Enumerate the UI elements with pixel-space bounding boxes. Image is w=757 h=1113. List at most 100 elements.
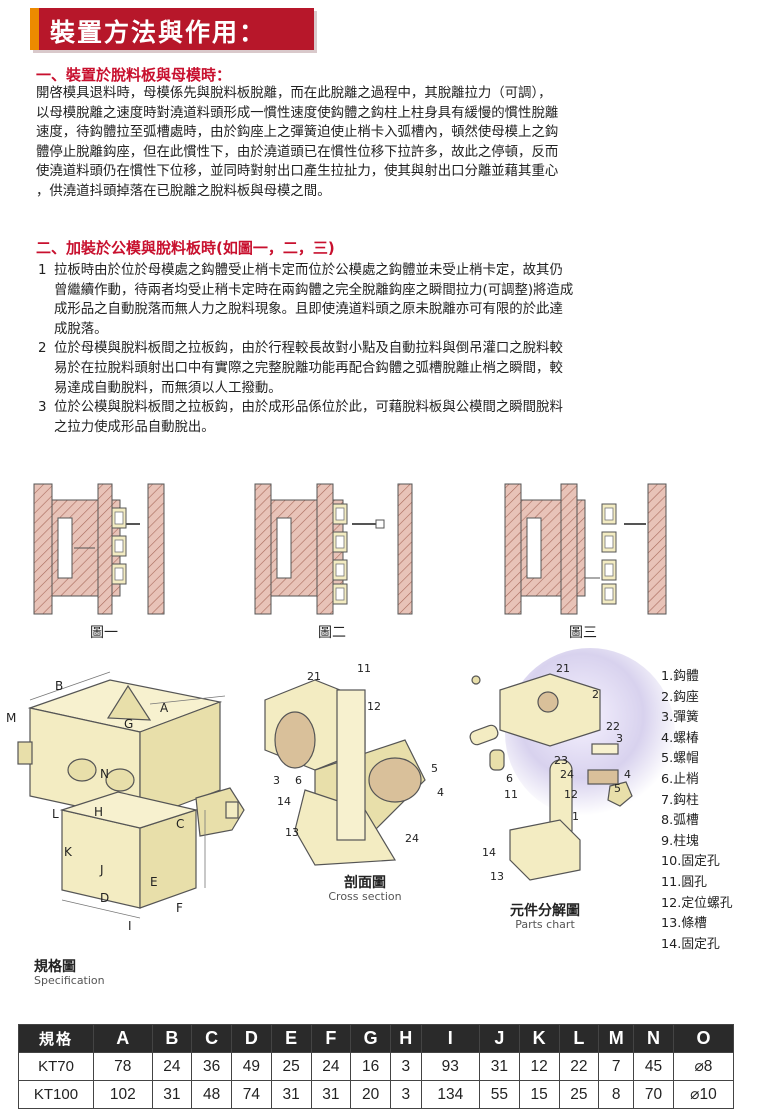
list-item-line: 曾繼續作動，待兩者均受止稍卡定時在兩鈎體之完全脫離鈎座之瞬間拉力(可調整)將造成 xyxy=(54,282,574,298)
figure-1-caption: 圖一 xyxy=(90,625,118,641)
page-title-bar: 裝置方法與作用： xyxy=(30,8,314,50)
parts-list-item: 13.條槽 xyxy=(661,916,707,932)
spec-cell: 31 xyxy=(310,1080,352,1109)
spec-col-header: O xyxy=(672,1024,735,1053)
spec-table: 規格 A B C D E F G H I J K L M N O KT70 78… xyxy=(18,1024,735,1109)
section1-body: 開啓模具退料時，母模係先與脫料板脫離，而在此脫離之過程中，其脫離拉力（可調）， … xyxy=(36,84,716,202)
parts-list-item: 2.鈎座 xyxy=(661,689,699,705)
parts-chart-labels: 21 2 22 3 23 24 6 11 12 4 5 1 14 13 xyxy=(482,662,631,883)
figure-2-diagram xyxy=(254,483,413,615)
section1-line: 速度，待鈎體拉至弧槽處時，由於鈎座上之彈簧迫使止梢卡入弧槽內，頓然使母模上之鈎 xyxy=(36,125,559,141)
list-item-line: 位於母模與脫料板間之拉板鈎，由於行程較長故對小點及自動拉料與倒吊灌口之脫料較 xyxy=(54,341,563,357)
spec-col-header: F xyxy=(310,1024,352,1053)
list-item-line: 之拉力使成形品自動脫出。 xyxy=(54,419,215,435)
parts-list-item: 1.鈎體 xyxy=(661,669,699,684)
list-item-line: 成脫落。 xyxy=(54,321,108,337)
cross-label: 11 xyxy=(357,662,371,675)
list-item-number: 1 xyxy=(38,263,47,278)
parts-list-item: 4.螺椿 xyxy=(661,730,699,746)
spec-cell: ⌀8 xyxy=(672,1052,735,1081)
table-row: KT70 78 24 36 49 25 24 16 3 93 31 12 22 … xyxy=(18,1052,735,1081)
parts-list-item: 11.圓孔 xyxy=(661,874,707,890)
spec-col-header: D xyxy=(231,1024,272,1053)
parts-label: 4 xyxy=(624,768,631,781)
parts-label: 3 xyxy=(616,732,623,745)
figure-3-caption: 圖三 xyxy=(569,625,597,641)
parts-list-item: 8.弧槽 xyxy=(661,813,699,829)
dim-label-M: M xyxy=(6,711,16,725)
spec-cell: 70 xyxy=(633,1080,674,1109)
parts-label: 1 xyxy=(572,810,579,823)
parts-label: 2 xyxy=(592,688,599,701)
dim-label-G: G xyxy=(124,717,133,731)
spec-col-header: B xyxy=(151,1024,193,1053)
parts-list: 1.鈎體 2.鈎座 3.彈簧 4.螺椿 5.螺帽 6.止梢 7.鈎柱 8.弧槽 … xyxy=(661,667,733,955)
cross-section-drawing: 21 11 12 5 4 3 6 14 13 24 xyxy=(264,662,444,866)
dim-label-A: A xyxy=(160,701,169,715)
spec-cell: ⌀10 xyxy=(672,1080,735,1109)
spec-cell: 102 xyxy=(93,1080,153,1109)
spec-cell: 49 xyxy=(231,1052,272,1081)
section2-heading: 二、加裝於公模與脫料板時(如圖一，二，三) xyxy=(36,239,335,257)
spec-col-header: E xyxy=(270,1024,312,1053)
parts-list-item: 6.止梢 xyxy=(661,771,699,787)
parts-label: 12 xyxy=(564,788,578,801)
spec-cell: 93 xyxy=(420,1052,481,1081)
section1-line: 開啓模具退料時，母模係先與脫料板脫離，而在此脫離之過程中，其脫離拉力（可調）， xyxy=(36,86,552,101)
dim-label-F: F xyxy=(176,901,183,915)
spec-cell: 8 xyxy=(598,1080,635,1109)
cross-label: 21 xyxy=(307,670,321,683)
list-item-line: 位於公模與脫料板間之拉板鈎，由於成形品係位於此，可藉脫料板與公模間之瞬間脫料 xyxy=(54,400,563,416)
parts-label: 13 xyxy=(490,870,504,883)
parts-label: 14 xyxy=(482,846,496,859)
spec-col-header: L xyxy=(558,1024,600,1053)
parts-list-item: 7.鈎柱 xyxy=(661,792,699,808)
dim-label-N: N xyxy=(100,767,109,781)
section1-line: 使澆道料頭仍在慣性下位移，並同時對射出口產生拉扯力，使其與射出口分離並藉其重心 xyxy=(36,164,559,180)
list-item-line: 拉板時由於位於母模處之鈎體受止梢卡定而位於公模處之鈎體並未受止梢卡定，故其仍 xyxy=(54,263,563,278)
spec-cell: 45 xyxy=(633,1052,674,1081)
spec-cell: 7 xyxy=(598,1052,635,1081)
spec-col-header: J xyxy=(479,1024,520,1053)
spec-header-label: 規格 xyxy=(18,1024,94,1053)
spec-cell: 31 xyxy=(151,1080,193,1109)
figure-2-caption: 圖二 xyxy=(318,625,346,641)
cross-caption-zh: 剖面圖 xyxy=(344,875,386,891)
spec-cell: 55 xyxy=(479,1080,520,1109)
spec-caption-zh: 規格圖 xyxy=(34,959,76,975)
spec-cell: 24 xyxy=(151,1052,193,1081)
table-row: KT100 102 31 48 74 31 31 20 3 134 55 15 … xyxy=(18,1080,735,1109)
parts-caption-en: Parts chart xyxy=(515,918,575,931)
section1-line: 以母模脫離之速度時對澆道料頭形成一慣性速度使鈎體之鈎柱上柱身具有緩慢的慣性脫離 xyxy=(36,105,559,121)
list-item-number: 3 xyxy=(38,400,47,416)
spec-cell: 31 xyxy=(270,1080,312,1109)
cross-label: 14 xyxy=(277,795,291,808)
section1-heading: 一、裝置於脫料板與母模時： xyxy=(36,66,232,84)
cross-section-labels: 21 11 12 5 4 3 6 14 13 24 xyxy=(273,662,444,845)
page-title: 裝置方法與作用： xyxy=(50,18,267,47)
spec-row-name: KT70 xyxy=(18,1052,94,1081)
spec-col-header: N xyxy=(633,1024,674,1053)
spec-cell: 25 xyxy=(558,1080,600,1109)
cross-caption-en: Cross section xyxy=(328,890,402,903)
spec-cell: 25 xyxy=(270,1052,312,1081)
spec-col-header: K xyxy=(518,1024,560,1053)
spec-cell: 15 xyxy=(518,1080,560,1109)
parts-caption-zh: 元件分解圖 xyxy=(510,903,580,919)
dim-label-D: D xyxy=(100,891,109,905)
parts-label: 24 xyxy=(560,768,574,781)
dim-label-B: B xyxy=(55,679,63,693)
spec-cell: 74 xyxy=(231,1080,272,1109)
parts-label: 21 xyxy=(556,662,570,675)
cross-label: 4 xyxy=(437,786,444,799)
parts-list-item: 9.柱塊 xyxy=(661,833,699,849)
cross-label: 3 xyxy=(273,774,280,787)
parts-list-item: 14.固定孔 xyxy=(661,936,720,952)
spec-cell: 48 xyxy=(191,1080,233,1109)
parts-label: 6 xyxy=(506,772,513,785)
spec-row-name: KT100 xyxy=(18,1080,94,1109)
parts-list-item: 12.定位螺孔 xyxy=(661,895,733,911)
spec-cell: 134 xyxy=(420,1080,481,1109)
spec-cell: 78 xyxy=(93,1052,153,1081)
parts-label: 5 xyxy=(614,782,621,795)
